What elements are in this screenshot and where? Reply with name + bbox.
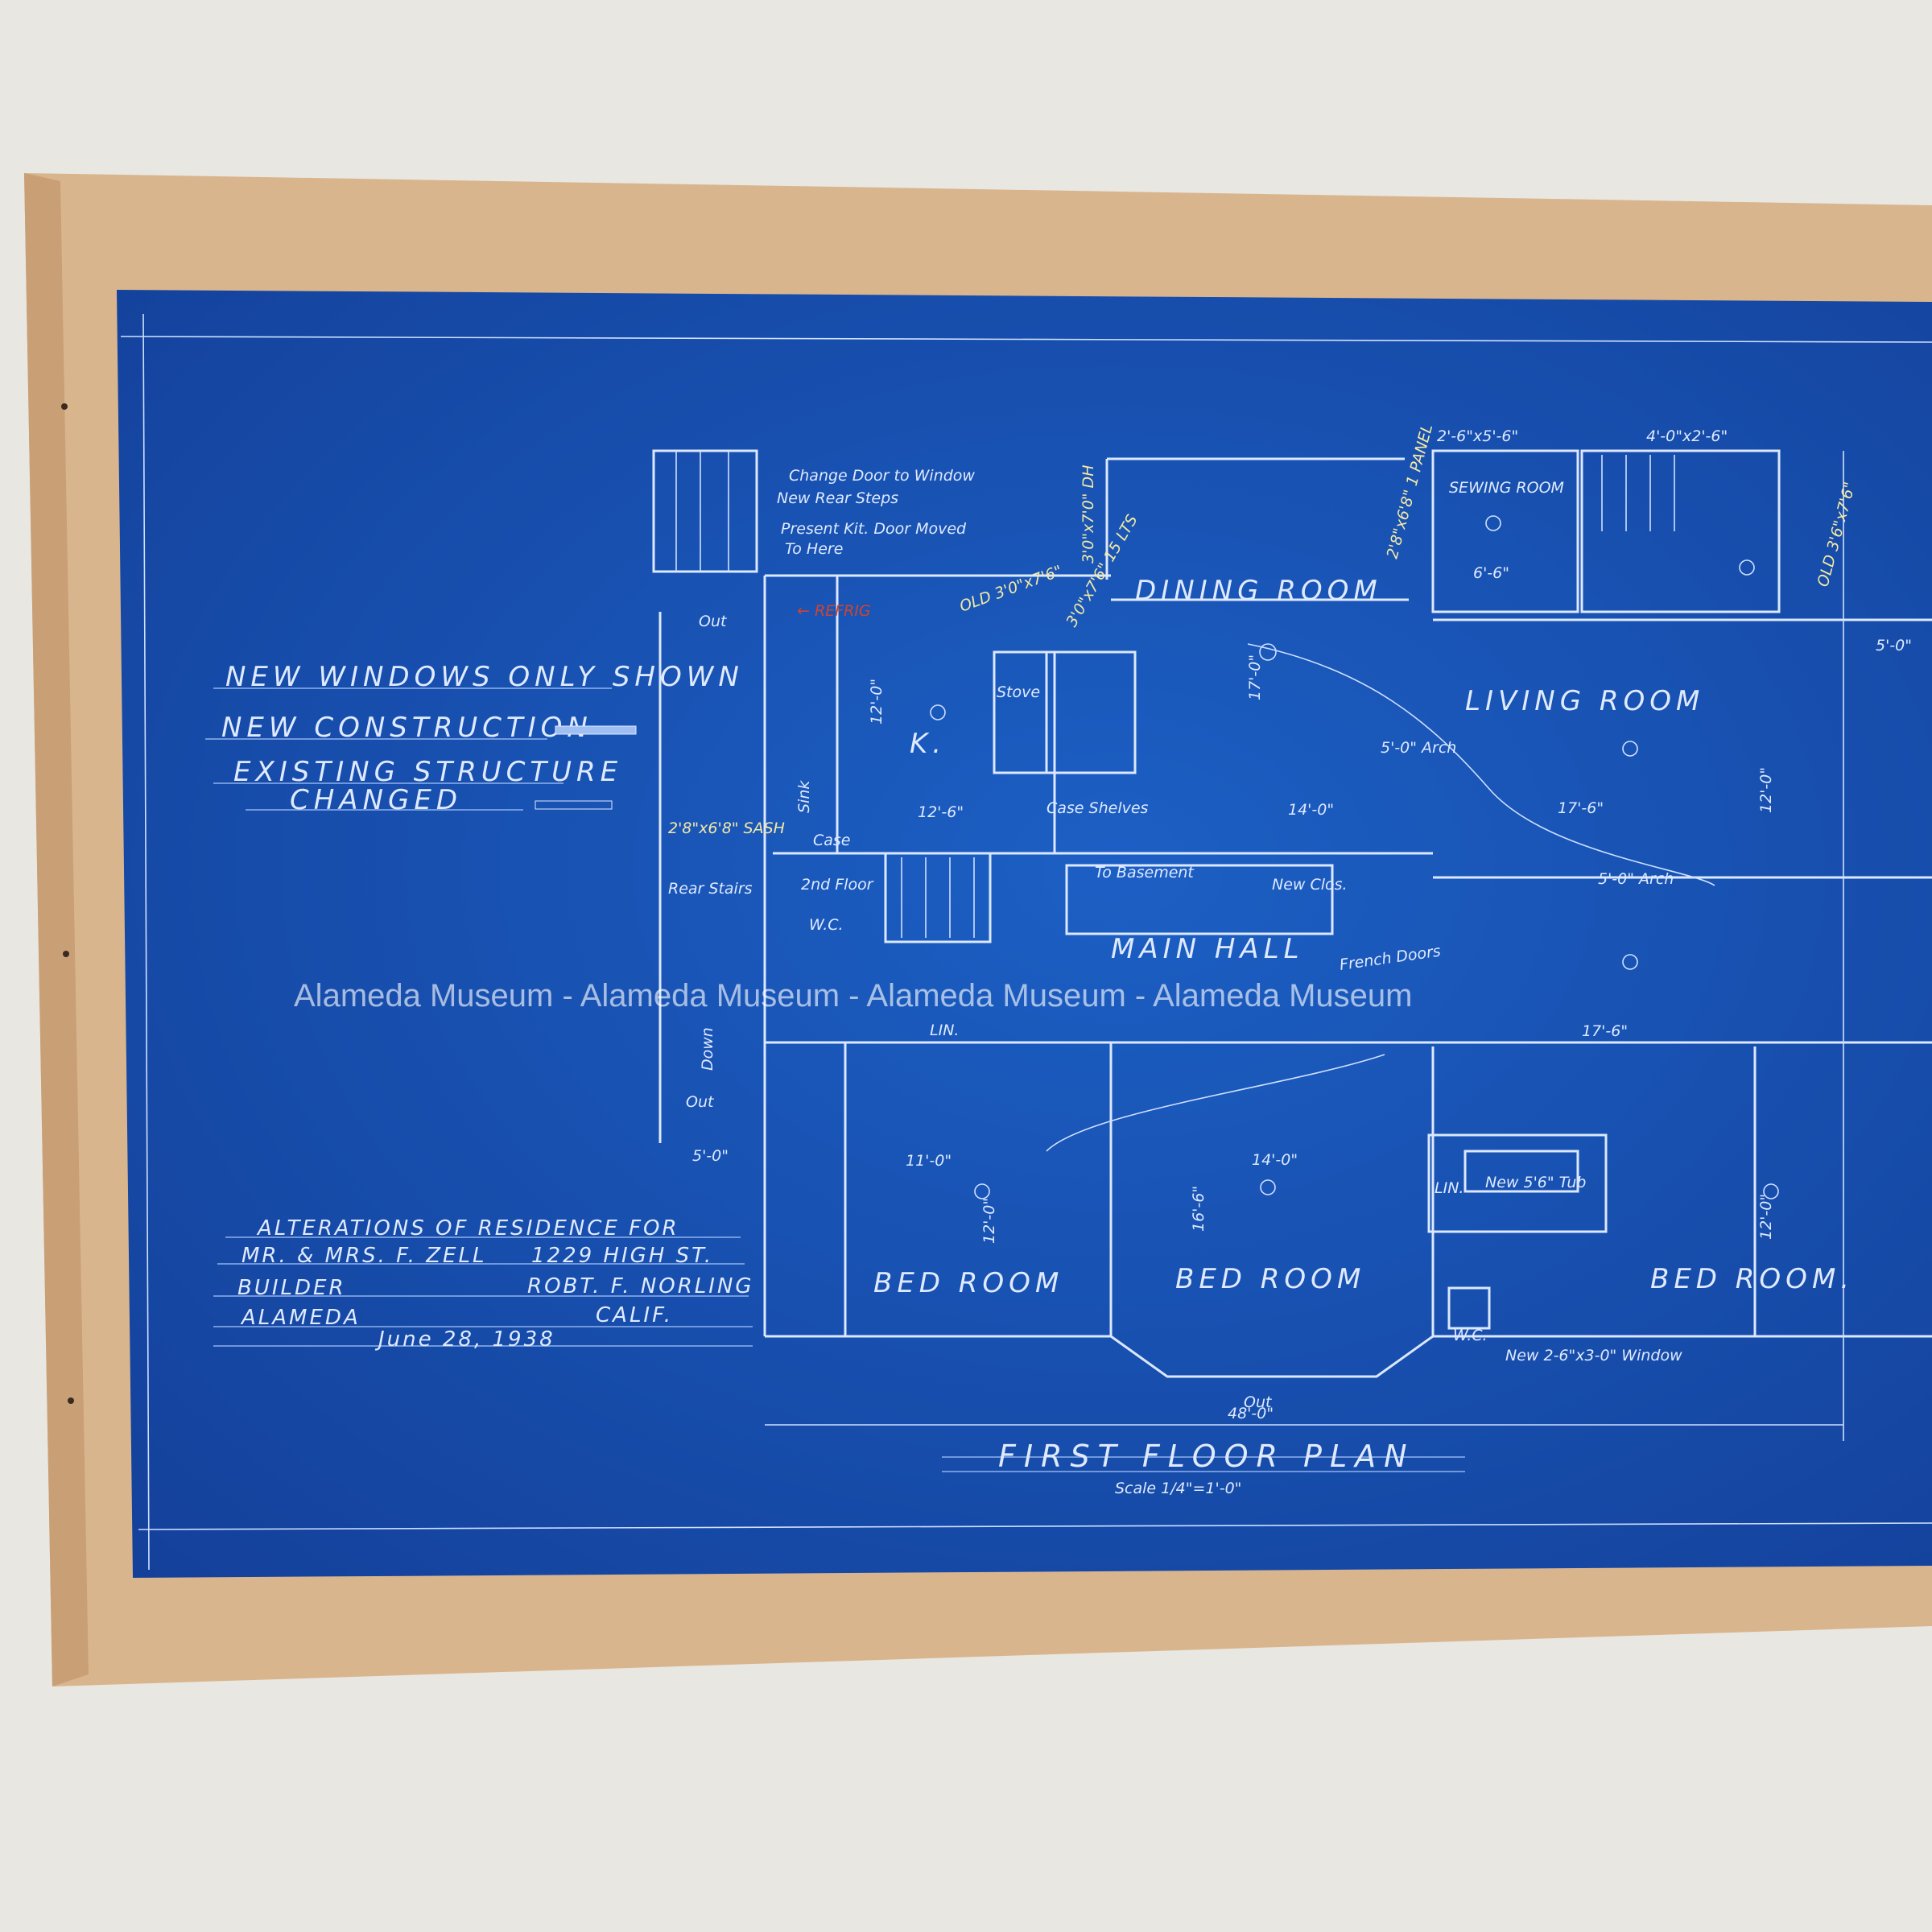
note-new-tub: New 5'6" Tub [1485, 1174, 1586, 1191]
room-kitchen: K. [910, 728, 946, 760]
dim-16-6: 16'-6" [1190, 1186, 1208, 1232]
label-to-basement: To Basement [1095, 864, 1195, 881]
title-owner: MR. & MRS. F. ZELL [242, 1244, 486, 1268]
legend-changed: CHANGED [290, 784, 462, 816]
dim-17-6: 17'-6" [1582, 1022, 1628, 1040]
note-to-here: To Here [785, 540, 843, 558]
label-lin-1: LIN. [930, 1022, 959, 1039]
plan-title: FIRST FLOOR PLAN [998, 1439, 1415, 1474]
legend-existing-structure: EXISTING STRUCTURE [233, 756, 622, 788]
new-construction-symbol [555, 725, 637, 735]
plan-scale: Scale 1/4"=1'-0" [1115, 1480, 1241, 1497]
label-arch-1: 5'-0" Arch [1381, 739, 1456, 757]
title-address: 1229 HIGH ST. [531, 1244, 713, 1268]
title-city: ALAMEDA [240, 1306, 361, 1330]
dim-5-0: 5'-0" [692, 1147, 729, 1165]
dim-12-0: 12'-0" [868, 679, 886, 724]
legend: NEW WINDOWS ONLY SHOWN NEW CONSTRUCTION … [205, 661, 744, 816]
dim-5-0: 5'-0" [1876, 637, 1912, 654]
changed-hatch-symbol [535, 800, 613, 810]
room-bed-3: BED ROOM. [1650, 1263, 1854, 1295]
room-bed-2: BED ROOM [1175, 1263, 1365, 1295]
legend-new-windows: NEW WINDOWS ONLY SHOWN [225, 661, 744, 693]
note-change-door: Change Door to Window [789, 467, 975, 485]
label-2nd-floor: 2nd Floor [801, 876, 874, 894]
title-builder: ROBT. F. NORLING [527, 1274, 754, 1298]
floor-plan-walls [652, 449, 1932, 1441]
label-case: Case [813, 832, 851, 849]
pin-hole [68, 1397, 74, 1404]
dim-12-0: 12'-0" [980, 1198, 998, 1244]
title-state: CALIF. [596, 1303, 673, 1327]
title-builder-label: BUILDER [237, 1276, 346, 1300]
label-out-3: Out [1244, 1393, 1273, 1411]
room-main-hall: MAIN HALL [1111, 933, 1304, 965]
title-alterations: ALTERATIONS OF RESIDENCE FOR [256, 1216, 679, 1241]
sheet-border [120, 313, 1932, 1571]
dim-6-6: 6'-6" [1473, 564, 1509, 582]
dim-12-6: 12'-6" [918, 803, 964, 821]
dim-48-0: 48'-0" [1228, 1405, 1274, 1422]
room-sewing: SEWING ROOM [1449, 479, 1564, 497]
label-down: Down [699, 1027, 716, 1071]
label-wc-1: W.C. [809, 916, 844, 934]
note-dh: 3'0"x7'0" DH [1080, 465, 1097, 564]
label-out-1: Out [699, 613, 728, 630]
dim-14-0: 14'-0" [1288, 801, 1334, 819]
watermark: Alameda Museum - Alameda Museum - Alamed… [294, 978, 1412, 1013]
pin-hole [61, 403, 68, 410]
label-arch-2: 5'-0" Arch [1598, 870, 1674, 888]
room-dining: DINING ROOM [1135, 575, 1382, 607]
note-sash: 2'8"x6'8" SASH [668, 819, 785, 837]
dim-2-6: 2'-6"x5'-6" [1437, 427, 1518, 445]
dim-11-0: 11'-0" [906, 1152, 952, 1170]
note-new-window: New 2-6"x3-0" Window [1505, 1347, 1682, 1364]
dimensions: 12'-6" 14'-0" 17'-6" 17'-6" 11'-0" 14'-0… [692, 427, 1912, 1422]
title-date: June 28, 1938 [374, 1327, 555, 1352]
dim-14-0: 14'-0" [1252, 1151, 1298, 1169]
label-stove: Stove [997, 683, 1040, 701]
note-rear-steps: New Rear Steps [777, 489, 898, 507]
label-new-clos: New Clos. [1272, 876, 1348, 894]
note-kit-door: Present Kit. Door Moved [781, 520, 967, 538]
label-rear-stairs: Rear Stairs [668, 880, 753, 898]
ceiling-fixtures [930, 515, 1779, 1199]
title-block: ALTERATIONS OF RESIDENCE FOR MR. & MRS. … [213, 1216, 754, 1352]
label-lin-2: LIN. [1435, 1179, 1463, 1197]
dim-12-0: 12'-0" [1757, 1194, 1775, 1240]
dim-4-0: 4'-0"x2'-6" [1646, 427, 1728, 445]
dim-12-0: 12'-0" [1757, 767, 1775, 813]
dim-17-0: 17'-0" [1246, 654, 1264, 700]
pin-hole [63, 951, 69, 957]
blueprint-sheet [117, 290, 1932, 1578]
dim-17-6: 17'-6" [1558, 799, 1604, 817]
room-bed-1: BED ROOM [873, 1267, 1063, 1299]
paper-roll-edge [24, 173, 89, 1686]
note-refrig: ← REFRIG [797, 602, 871, 620]
label-sink: Sink [795, 780, 813, 813]
legend-new-construction: NEW CONSTRUCTION [221, 712, 592, 744]
label-out-2: Out [686, 1093, 715, 1111]
label-case-shelves: Case Shelves [1046, 799, 1149, 817]
label-wc-2: W.C. [1453, 1327, 1488, 1344]
room-living: LIVING ROOM [1465, 685, 1704, 717]
